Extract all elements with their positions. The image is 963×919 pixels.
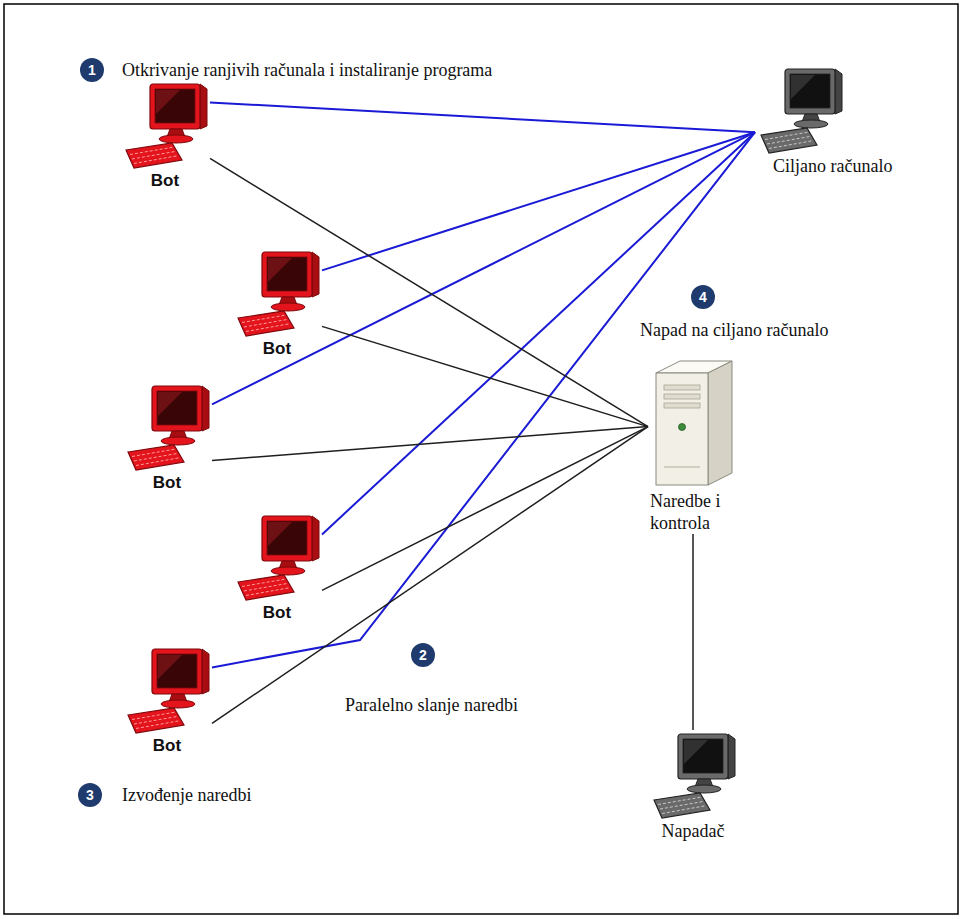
computer-icon: [238, 252, 319, 336]
callout-number: 4: [691, 285, 715, 309]
target-computer: Ciljano računalo: [755, 65, 892, 177]
bot-computer-icon: [120, 80, 210, 170]
callout-number: 1: [80, 58, 104, 82]
computer-icon: [654, 734, 735, 818]
computer-icon: [126, 84, 207, 168]
computer-icon: [238, 516, 319, 600]
step-label: Izvođenje naredbi: [122, 783, 251, 807]
node-label: Bot: [122, 735, 212, 757]
attacker-computer: Napadač: [648, 730, 738, 842]
bot-computer: Bot: [232, 248, 322, 360]
bot-computer: Bot: [232, 512, 322, 624]
computer-icon: [761, 69, 842, 153]
command-server-icon: [648, 355, 738, 490]
callout-number: 2: [411, 643, 435, 667]
attacker-computer-icon: [648, 730, 738, 820]
control-line: [322, 326, 648, 426]
node-label: Napadač: [648, 820, 738, 842]
bot-computer: Bot: [122, 645, 212, 757]
command-server: Naredbe i kontrola: [648, 355, 748, 534]
node-label: Bot: [122, 472, 212, 494]
node-label: Bot: [232, 602, 322, 624]
callout-number: 3: [78, 783, 102, 807]
bot-computer-icon: [122, 382, 212, 472]
control-line: [692, 534, 694, 730]
step-label: Paralelno slanje naredbi: [345, 693, 518, 717]
node-label: Bot: [120, 170, 210, 192]
bot-computer-icon: [232, 248, 322, 338]
server-icon: [656, 361, 732, 485]
frame-border: [4, 4, 958, 914]
control-line: [212, 427, 648, 724]
attack-line: [322, 132, 755, 270]
computer-icon: [128, 386, 209, 470]
computer-icon: [128, 649, 209, 733]
control-line: [210, 158, 648, 426]
attack-line: [212, 132, 755, 667]
control-line: [212, 427, 648, 461]
bot-computer: Bot: [120, 80, 210, 192]
bot-computer: Bot: [122, 382, 212, 494]
attack-line: [212, 132, 755, 404]
target-computer-icon: [755, 65, 845, 155]
node-label: Bot: [232, 338, 322, 360]
control-line: [322, 427, 648, 591]
node-label: Ciljano računalo: [755, 155, 892, 177]
step-label: Napad na ciljano računalo: [640, 318, 828, 342]
bot-computer-icon: [232, 512, 322, 602]
attack-line: [210, 102, 755, 132]
step-label: Otkrivanje ranjivih računala i instalira…: [122, 58, 492, 82]
node-label: Naredbe i kontrola: [648, 490, 748, 534]
bot-computer-icon: [122, 645, 212, 735]
